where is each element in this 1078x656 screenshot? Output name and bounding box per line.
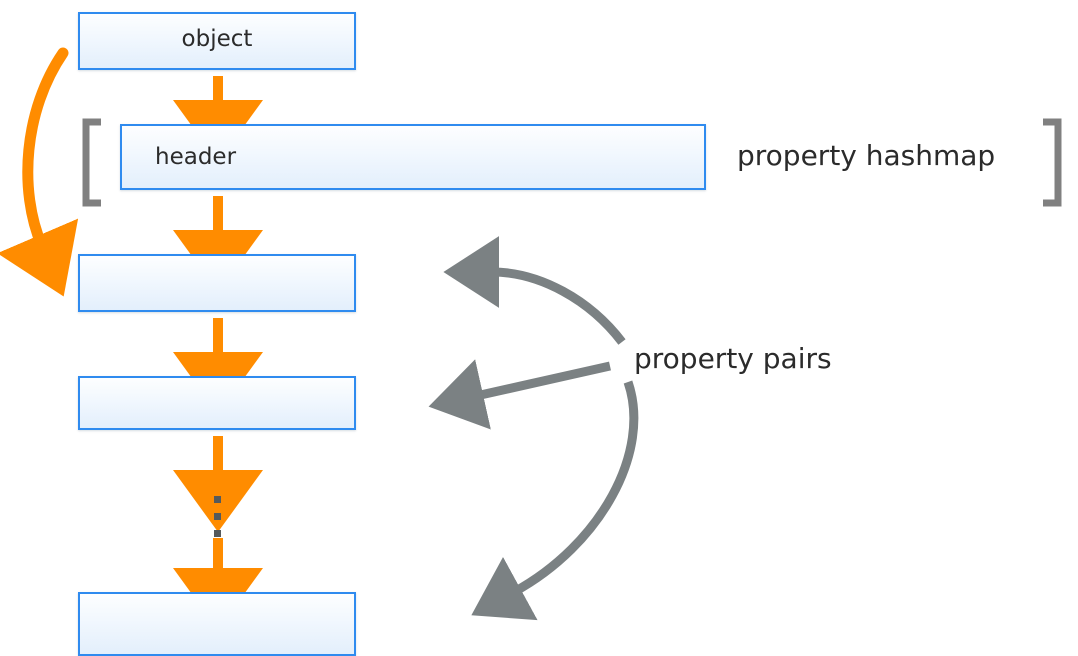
node-object-label: object	[181, 26, 253, 52]
arrow-object-to-pairs-curve	[0, 47, 79, 297]
node-object-box[interactable]	[78, 12, 356, 70]
ellipsis-dot	[214, 513, 221, 520]
callout-arrow-upper	[443, 236, 626, 345]
hashmap-bracket-right	[1043, 118, 1062, 207]
annotation-property-pairs: property pairs	[634, 342, 832, 375]
node-property-pair-box-1[interactable]	[78, 254, 356, 312]
node-header-hashmap-box[interactable]	[120, 124, 706, 190]
node-header-label: header	[155, 144, 237, 170]
ellipsis-dot	[214, 496, 221, 503]
annotation-property-hashmap: property hashmap	[737, 139, 996, 172]
callout-arrow-lower	[471, 380, 639, 621]
ellipsis-dots	[214, 496, 221, 537]
hashmap-bracket-left	[82, 118, 101, 207]
node-property-pair-box-2[interactable]	[78, 376, 356, 430]
callout-arrow-middle	[428, 359, 611, 430]
node-property-pair-box-3[interactable]	[78, 592, 356, 656]
ellipsis-dot	[214, 530, 221, 537]
property-pairs-callout-arrows	[428, 236, 639, 621]
